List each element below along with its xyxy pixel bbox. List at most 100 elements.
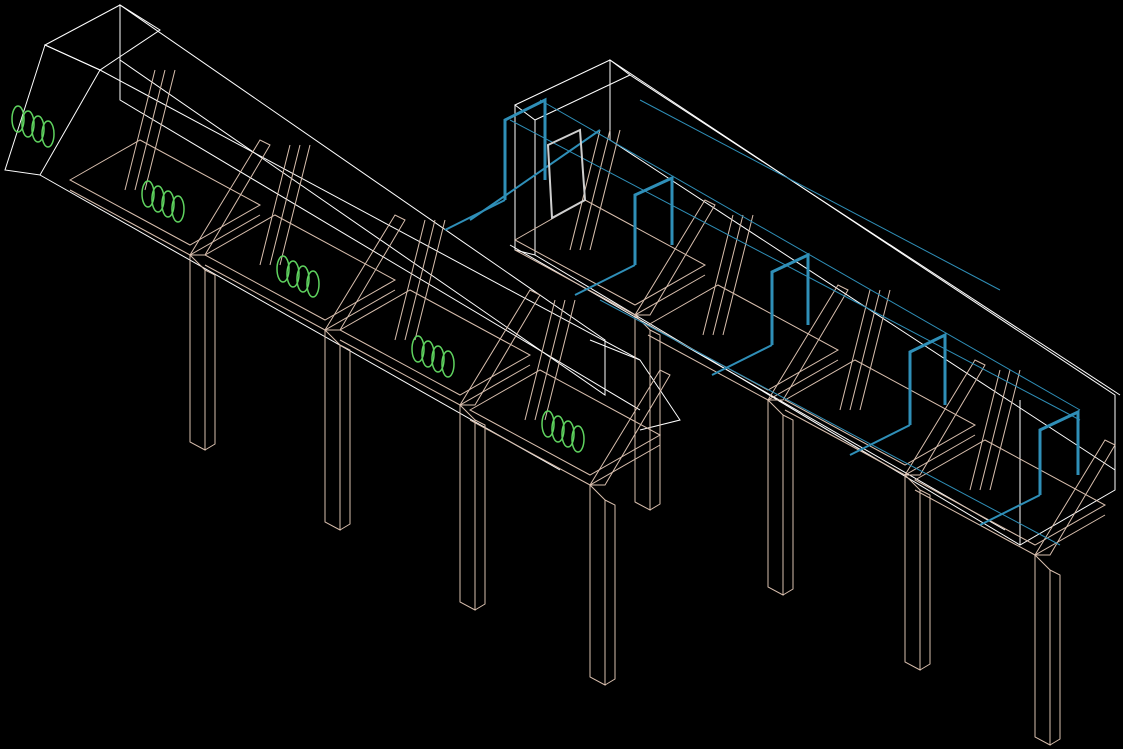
coil-ring <box>161 190 175 218</box>
support-arm-lower <box>69 189 261 256</box>
pipe-frame <box>908 332 947 425</box>
support-brace <box>589 369 671 486</box>
support-brace <box>324 214 406 331</box>
coil-ring <box>541 410 555 438</box>
support-hanger <box>839 289 871 411</box>
support-hanger <box>544 299 576 421</box>
support-hanger <box>414 219 446 341</box>
support-brace <box>459 289 541 406</box>
support-post <box>904 474 921 671</box>
support-frames <box>68 69 1116 746</box>
support-post <box>1034 554 1051 746</box>
coil-ring <box>561 420 575 448</box>
support-hanger <box>524 299 556 421</box>
coil-icon <box>141 180 185 223</box>
support-post-side <box>1049 569 1061 746</box>
support-hanger <box>722 214 754 336</box>
coil-ring <box>571 425 585 453</box>
coil-ring <box>306 270 320 298</box>
support-post-side <box>474 419 486 611</box>
coil-ring <box>21 110 35 138</box>
support-hanger <box>134 69 166 191</box>
support-hanger <box>979 369 1011 491</box>
coil-ring <box>431 345 445 373</box>
coil-ring <box>286 260 300 288</box>
support-arm <box>338 289 532 396</box>
support-frame <box>513 129 716 511</box>
coil-ring <box>411 335 425 363</box>
support-arm <box>68 139 262 246</box>
coil-ring <box>41 120 55 148</box>
support-hanger <box>279 144 311 266</box>
support-hanger <box>969 369 1001 491</box>
support-post <box>767 399 784 596</box>
support-brace <box>1034 439 1116 556</box>
support-post <box>189 254 206 451</box>
pipe-frame-leg <box>444 199 506 231</box>
right-beam-top-edge <box>629 74 1121 396</box>
coil-ring <box>441 350 455 378</box>
support-post-side <box>204 269 216 451</box>
support-hanger <box>534 299 566 421</box>
support-arm <box>203 214 397 321</box>
left-beam-end-face <box>4 44 101 176</box>
support-brace <box>634 199 716 316</box>
pipe-frame <box>770 252 810 345</box>
pipe-frame <box>503 97 547 200</box>
support-brace <box>767 284 849 401</box>
pipe-line <box>639 99 1001 291</box>
right-beam-side <box>609 59 1116 471</box>
coil-ring <box>11 105 25 133</box>
support-brace <box>904 359 986 476</box>
support-arm-lower <box>339 339 531 406</box>
support-arm-lower <box>469 419 661 486</box>
coil-icon <box>11 105 55 148</box>
support-hanger <box>712 214 744 336</box>
support-post-side <box>339 344 351 531</box>
pipe-stub <box>469 129 601 221</box>
left-beam-bottom-edge <box>39 174 561 471</box>
coil-ring <box>276 255 290 283</box>
pipe-frame-leg <box>849 424 911 456</box>
pipe-frame <box>1038 409 1080 495</box>
support-frame <box>913 369 1116 746</box>
support-hanger <box>859 289 891 411</box>
support-arm-lower <box>647 334 839 401</box>
right-beam-end-face <box>514 105 536 256</box>
support-hanger <box>404 219 436 341</box>
support-frame <box>68 69 271 451</box>
support-post <box>459 404 476 611</box>
support-hanger <box>144 69 176 191</box>
support-hanger <box>124 69 156 191</box>
coil-ring <box>151 185 165 213</box>
coil-icon <box>276 255 320 298</box>
coil-icon <box>411 335 455 378</box>
pipe-frame <box>633 175 674 265</box>
left-beam-lower-edge <box>119 60 641 411</box>
coil-ring <box>171 195 185 223</box>
coil-icon <box>541 410 585 453</box>
left-beam-side <box>119 4 606 396</box>
coil-ring <box>296 265 310 293</box>
support-post-side <box>604 499 616 686</box>
support-frame <box>338 219 541 611</box>
pipe-line <box>539 99 1081 411</box>
pipe-frames <box>444 97 1081 546</box>
beam-structure <box>4 4 1121 546</box>
support-hanger <box>579 129 611 251</box>
coil-elements <box>11 105 585 453</box>
support-frame <box>468 299 671 686</box>
support-arm <box>513 199 707 306</box>
support-hanger <box>394 219 426 341</box>
support-post-side <box>919 489 931 671</box>
pipe-frame-leg <box>574 264 636 296</box>
support-frame <box>783 289 986 671</box>
support-post <box>589 484 606 686</box>
support-post-side <box>782 414 794 596</box>
support-hanger <box>989 369 1021 491</box>
support-post-side <box>649 329 661 511</box>
support-brace <box>189 139 271 256</box>
left-beam-end-top <box>43 4 161 71</box>
coil-ring <box>551 415 565 443</box>
